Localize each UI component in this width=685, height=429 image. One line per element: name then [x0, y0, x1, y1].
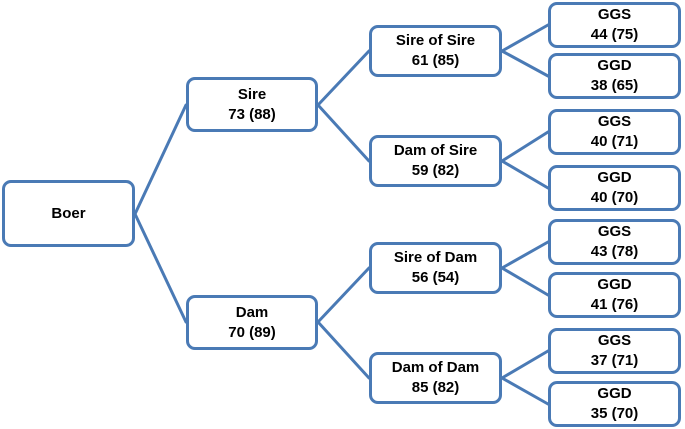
node-ggd4: GGD 35 (70) — [548, 381, 681, 427]
node-dam-of-dam: Dam of Dam 85 (82) — [369, 352, 502, 404]
node-ggd4-label: GGD — [597, 385, 632, 402]
node-dam-of-sire-value: 59 (82) — [411, 162, 460, 179]
edge-dam-damofdam — [316, 320, 371, 380]
node-ggs2: GGS 40 (71) — [548, 109, 681, 155]
node-sire-of-sire-label: Sire of Sire — [395, 32, 476, 49]
edge-damofdam-ggd4 — [500, 376, 550, 406]
node-dam: Dam 70 (89) — [186, 295, 318, 350]
node-sire-of-dam-value: 56 (54) — [411, 269, 460, 286]
edge-boer-sire — [133, 103, 188, 216]
edge-sire-damofsire — [316, 103, 371, 163]
node-ggd2: GGD 40 (70) — [548, 165, 681, 211]
node-ggs3-label: GGS — [597, 223, 632, 240]
edge-sire-sireofsire — [316, 49, 371, 107]
node-sire-value: 73 (88) — [228, 105, 276, 123]
node-ggd2-label: GGD — [597, 169, 632, 186]
node-ggd1: GGD 38 (65) — [548, 53, 681, 99]
edge-boer-dam — [133, 212, 188, 324]
node-ggs2-label: GGS — [597, 113, 632, 130]
edge-damofdam-ggs4 — [500, 349, 550, 380]
node-dam-value: 70 (89) — [228, 323, 276, 341]
node-dam-of-dam-label: Dam of Dam — [391, 359, 480, 376]
node-ggd3-value: 41 (76) — [590, 296, 639, 313]
node-boer-label: Boer — [51, 204, 86, 222]
node-ggd4-value: 35 (70) — [590, 405, 639, 422]
node-sire-of-sire-value: 61 (85) — [411, 52, 460, 69]
node-boer: Boer — [2, 180, 135, 247]
edge-sireofdam-ggs3 — [500, 240, 550, 270]
edge-sireofdam-ggd3 — [500, 266, 550, 297]
edge-damofsire-ggs2 — [500, 130, 550, 163]
node-dam-of-sire: Dam of Sire 59 (82) — [369, 135, 502, 187]
node-sire-of-dam: Sire of Dam 56 (54) — [369, 242, 502, 294]
node-ggd1-value: 38 (65) — [590, 77, 639, 94]
node-dam-of-dam-value: 85 (82) — [411, 379, 460, 396]
node-sire-of-dam-label: Sire of Dam — [393, 249, 478, 266]
node-ggs4: GGS 37 (71) — [548, 328, 681, 374]
node-dam-label: Dam — [235, 303, 269, 321]
edge-sireofsire-ggs1 — [500, 23, 550, 53]
node-sire: Sire 73 (88) — [186, 77, 318, 132]
node-ggs3: GGS 43 (78) — [548, 219, 681, 265]
node-ggd3: GGD 41 (76) — [548, 272, 681, 318]
edge-damofsire-ggd2 — [500, 159, 550, 190]
node-ggd3-label: GGD — [597, 276, 632, 293]
node-ggs3-value: 43 (78) — [590, 243, 639, 260]
node-ggs2-value: 40 (71) — [590, 133, 639, 150]
node-ggd2-value: 40 (70) — [590, 189, 639, 206]
edge-sireofsire-ggd1 — [500, 49, 550, 78]
node-sire-label: Sire — [237, 85, 267, 103]
node-dam-of-sire-label: Dam of Sire — [393, 142, 478, 159]
edge-dam-sireofdam — [316, 266, 371, 324]
node-ggs1: GGS 44 (75) — [548, 2, 681, 48]
node-ggs1-value: 44 (75) — [590, 26, 639, 43]
node-ggs4-value: 37 (71) — [590, 352, 639, 369]
node-ggs1-label: GGS — [597, 6, 632, 23]
node-sire-of-sire: Sire of Sire 61 (85) — [369, 25, 502, 77]
node-ggd1-label: GGD — [597, 57, 632, 74]
node-ggs4-label: GGS — [597, 332, 632, 349]
